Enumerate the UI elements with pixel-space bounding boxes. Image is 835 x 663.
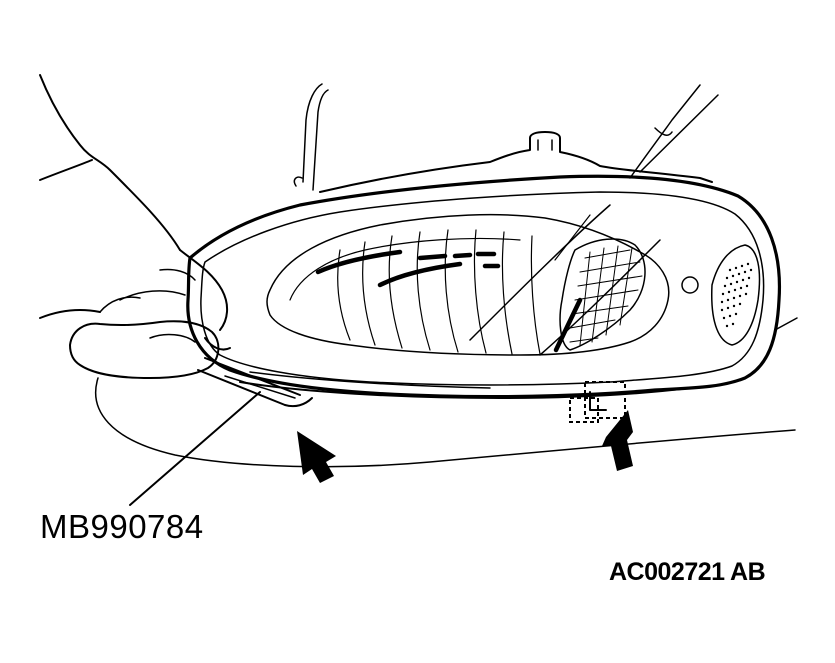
- hood-lines: [293, 83, 719, 191]
- clip-location-icon: [569, 381, 626, 423]
- tool-number-label: MB990784: [40, 508, 204, 545]
- headlamp-icon: [186, 131, 782, 399]
- bumper-outline: [94, 317, 798, 468]
- tool-leader-line: [129, 391, 261, 506]
- side-marker-dots: [720, 262, 753, 328]
- push-arrow-icon: [297, 410, 633, 483]
- hand-icon: [39, 74, 231, 379]
- removal-tool-icon: [197, 357, 313, 408]
- reference-code-label: AC002721 AB: [609, 558, 766, 586]
